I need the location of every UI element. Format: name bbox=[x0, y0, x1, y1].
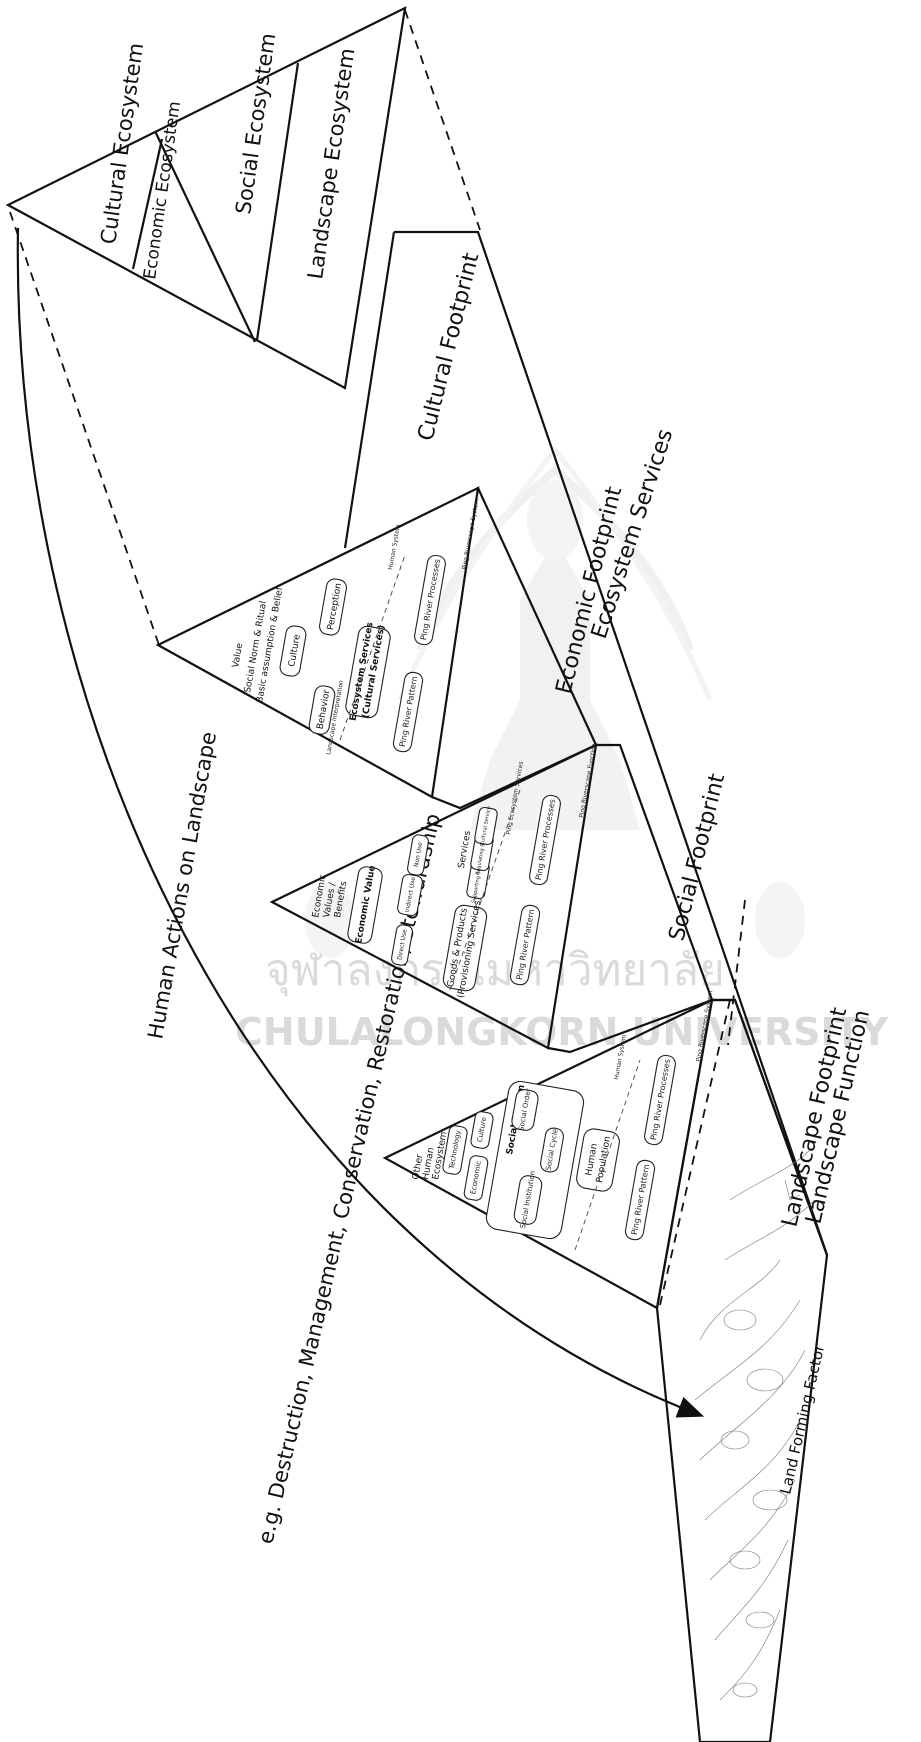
econ-pattern-box bbox=[509, 904, 541, 986]
social-footprint-label: Social Footprint bbox=[665, 771, 731, 944]
cultural-value-label: Value bbox=[231, 642, 245, 669]
human-actions-label: Human Actions on Landscape bbox=[143, 730, 221, 1041]
social-processes-box bbox=[644, 1054, 676, 1146]
other-1: Other bbox=[411, 1153, 425, 1180]
social-triangle: Other Human Ecosystem Technology Economi… bbox=[382, 990, 715, 1310]
band-right-edge bbox=[394, 230, 829, 1256]
non-use-text: Non Use bbox=[413, 841, 424, 867]
cultural-ecosystem-label: Cultural Ecosystem bbox=[96, 41, 148, 245]
economic-base-step bbox=[547, 998, 713, 1054]
social-order-box bbox=[511, 1089, 539, 1131]
social-pattern-box bbox=[624, 1159, 656, 1241]
social-cycle-box bbox=[540, 1127, 564, 1173]
indirect-use-box bbox=[397, 873, 423, 917]
pyramid-divider-3 bbox=[255, 62, 300, 341]
economic-triangle-outline bbox=[269, 743, 598, 1050]
perception-box bbox=[319, 578, 347, 636]
culture-small-box bbox=[470, 1111, 494, 1149]
university-seal-icon bbox=[305, 446, 805, 958]
human-population-box bbox=[576, 1128, 620, 1192]
connector-dash-left bbox=[9, 211, 161, 649]
technology-box bbox=[442, 1125, 468, 1175]
economic-box bbox=[463, 1155, 489, 1201]
behavior-box bbox=[308, 685, 336, 735]
cultural-divider bbox=[339, 554, 406, 741]
economic-ecosystem-label: Economic Ecosystem bbox=[140, 100, 185, 281]
landscape-ecosystem-label: Landscape Ecosystem bbox=[303, 47, 359, 281]
connector-dash-right bbox=[404, 9, 481, 231]
pyramid-divider-2 bbox=[131, 138, 164, 270]
cultural-pattern-box bbox=[392, 671, 424, 753]
pyramid-divider-1 bbox=[154, 130, 256, 343]
social-institution-box bbox=[513, 1175, 543, 1225]
social-ecosystem-label: Social Ecosystem bbox=[231, 32, 280, 216]
econ-processes-box bbox=[529, 794, 561, 886]
social-system-box bbox=[485, 1080, 585, 1240]
culture-box bbox=[279, 625, 307, 677]
ecosystem-services-box bbox=[345, 625, 391, 719]
cultural-triangle-outline bbox=[155, 486, 480, 799]
landscape-plane bbox=[655, 998, 829, 1742]
non-use-box bbox=[407, 834, 429, 876]
university-watermark: จุฬาลงกรณ์มหาวิทยาลัย CHULALONGKORN UNIV… bbox=[235, 446, 889, 1054]
band-econ-edge bbox=[477, 487, 597, 746]
econ-value-box bbox=[347, 866, 383, 944]
watermark-english: CHULALONGKORN UNIVERSITY bbox=[235, 1010, 889, 1054]
human-actions-arrow bbox=[16, 227, 705, 1418]
landscape-map-texture bbox=[694, 1149, 816, 1701]
watermark-thai: จุฬาลงกรณ์มหาวิทยาลัย bbox=[265, 945, 725, 997]
connector-dash-social bbox=[727, 899, 746, 1046]
landscape-dash bbox=[659, 999, 731, 1306]
social-divider bbox=[574, 1059, 641, 1251]
pyramid-outline bbox=[5, 6, 407, 390]
band-cultural-left bbox=[343, 231, 396, 549]
goods-products-box bbox=[442, 904, 488, 992]
cultural-service-box bbox=[474, 806, 498, 846]
landscape-plane-outline bbox=[655, 998, 829, 1742]
direct-use-box bbox=[391, 924, 413, 966]
cultural-footprint-label: Cultural Footprint bbox=[414, 250, 485, 443]
band-social-edge bbox=[596, 743, 714, 1001]
cultural-processes-box bbox=[414, 554, 446, 646]
ecosystem-pyramid: Cultural Ecosystem Economic Ecosystem So… bbox=[5, 6, 407, 390]
